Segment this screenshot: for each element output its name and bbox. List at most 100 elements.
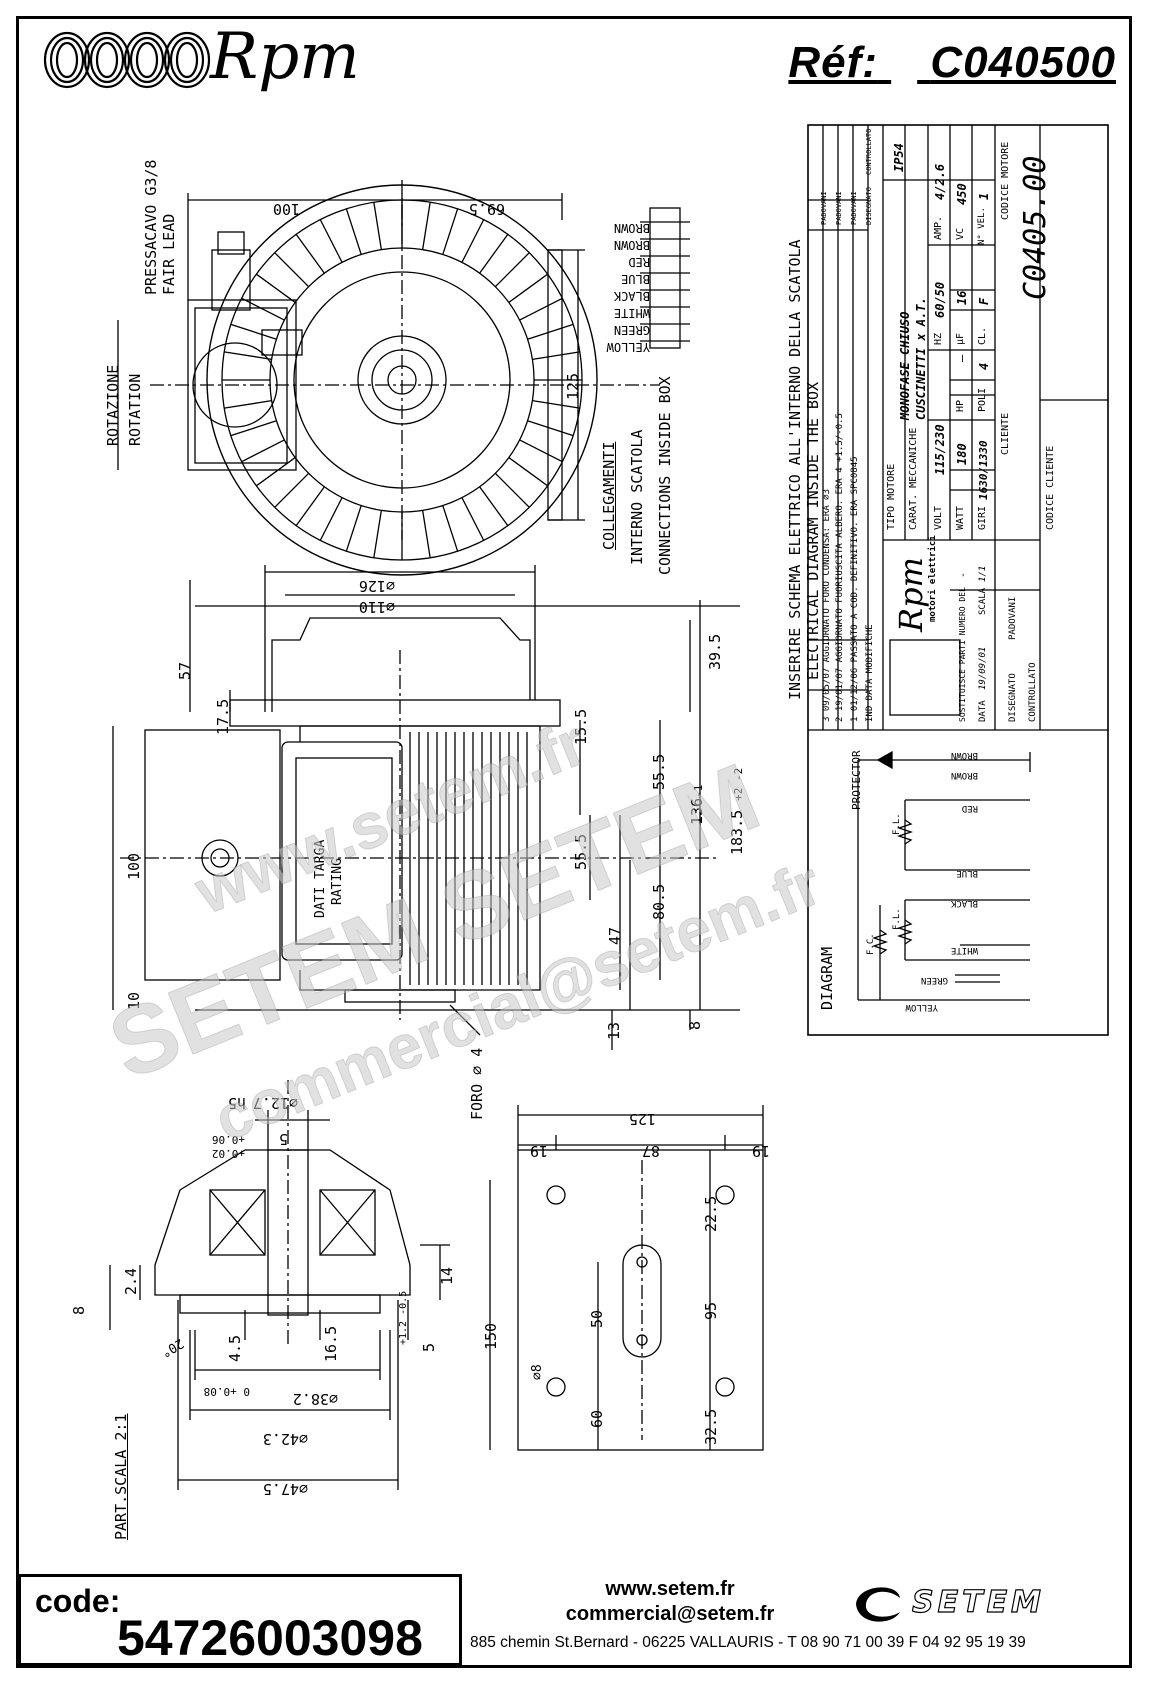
top-view-motor [117,180,660,576]
cooling-fin [241,297,285,321]
hp-label: HP [955,399,966,412]
giri-value: 1630/1330 [977,440,990,500]
revision-row: 2 19/01/07 AGGIORNATO FUORIUSCITA ALBERO… [835,413,845,722]
dim-2-4: 2.4 [122,1267,140,1295]
dim-14: 14 [438,1266,456,1285]
connections-label-it-2: INTERNO SCATOLA [628,429,646,565]
poli-value: 4 [977,362,991,370]
codice-motore-label: CODICE MOTORE [1000,141,1011,220]
uf-label: µF [955,332,966,345]
dim-13: 13 [605,1021,623,1040]
cooling-fin [479,486,509,527]
revision-text: AGGIORNATO FORO CONDENSA: ERA ⌀3 [822,488,832,663]
terminal-wire: GREEN [613,323,650,337]
fair-lead-label-it: PRESSACAVO G3/8 [142,159,160,295]
protector-label: PROTECTOR [850,750,863,810]
disegnato-value: PADOVANI [1008,596,1018,640]
dim-183-5: 183.5 +2 -2 [728,768,746,855]
cooling-fin [255,457,296,487]
data-value: 19/09/01 [978,646,988,690]
diagram-wire: BLACK [950,898,978,908]
codice-motore-value: C0405.00 [1018,155,1053,301]
cooling-fin [508,457,549,487]
rotation-label-en: ROTATION [126,373,144,446]
footer-website-link[interactable]: www.setem.fr [605,1578,735,1600]
drawing-frame [16,16,1132,1668]
carat-label: CARAT. MECCANICHE [908,427,919,530]
amp-value: 4/2.6 [933,163,947,200]
cooling-fin [345,208,362,255]
fl-label: F.L. [892,813,902,835]
dim-87: 87 [641,1142,660,1160]
diagram-wire: WHITE [950,945,978,955]
revision-who: PADOVANI [820,191,828,225]
dim-60: 60 [588,1409,606,1428]
dim-183-5-tolerance: +2 -2 [732,767,745,801]
reference-code: C040500 [930,38,1116,87]
carat-value: CUSCINETTI x A.T. [914,297,928,420]
dim-125-top: 125 [564,372,582,400]
cooling-fin [532,351,580,360]
dim-4-5: 4.5 [226,1334,244,1362]
dim-136: 136-1 [688,785,706,825]
revision-text: PASSATO A COD. DEFINITIVO. ERA SPC0845 [850,456,860,663]
hole-label: FORO ⌀ 4 [468,1047,486,1120]
fc-label: F.C. [866,933,876,955]
cooling-fin [519,439,563,463]
code-box: code: 54726003098 [18,1574,462,1666]
dim-d38-2-tolerance: 0 +0.08 [203,1385,250,1398]
dim-183-5-value: 183.5 [728,809,746,855]
terminal-wire: BROWN [613,221,650,235]
revision-who: PADOVANI [850,191,858,225]
dim-39-5: 39.5 [706,633,724,670]
vc-label: VC [955,227,966,240]
cliente-label: CLIENTE [1000,412,1011,455]
sostituisce-label: SOSTITUISCE PARTI NUMERO DEL [958,587,967,722]
dim-50: 50 [588,1309,606,1328]
dim-47: 47 [606,926,624,945]
volt-value: 115/230 [933,424,947,475]
cooling-fin [319,219,343,263]
footer-email-link[interactable]: commercial@setem.fr [565,1603,775,1625]
dim-22-5: 22.5 [702,1195,720,1232]
revision-number: 3 [822,716,832,722]
hz-value: 60/50 [933,281,947,318]
cooling-fin [373,510,382,558]
dim-100-top: 100 [272,200,300,218]
part-section-view [109,1080,450,1490]
watt-label: WATT [955,505,966,530]
rotation-label-it: ROTAZIONE [104,364,122,446]
nvel-value: 1 [977,192,991,200]
fl-label: F.L. [892,908,902,930]
dim-8-side: 8 [686,1020,704,1030]
setem-swirl-icon [856,1587,900,1622]
dim-h5: h5 [227,1094,246,1112]
cooling-fin [230,420,277,437]
tipo-motore-label: TIPO MOTORE [886,463,897,530]
dim-125-plate: 125 [628,1110,656,1128]
revision-number: 1 [850,716,860,722]
cooling-fin [274,472,310,508]
dim-d12-7: ⌀12.7 [252,1094,298,1112]
dim-136-value: 136 [688,797,706,825]
scala-value: 1/1 [978,565,988,582]
dim-5-part: 5 [420,1342,438,1352]
terminal-wire: WHITE [613,306,650,320]
diagram-wire: BROWN [950,770,978,780]
poli-label: POLI [977,387,988,412]
dim-150: 150 [482,1322,500,1350]
cooling-fin [295,233,325,274]
terminal-wire-list: YELLOW GREEN WHITE BLACK BLUE RED BROWN … [607,219,650,355]
fair-lead-label-en: FAIR LEAD [160,213,178,295]
cooling-fin [319,497,343,541]
reference-label: Réf: [788,38,878,87]
cooling-fin [461,497,485,541]
controllato-label: CONTROLLATO [1028,662,1038,722]
rev-header-disegnato: DISEGNATO [865,187,873,225]
cooling-fin [532,400,580,409]
revision-number: 2 [835,716,845,722]
code-label: code: [35,1583,121,1619]
dim-55-5-upper: 55.5 [650,753,668,790]
dim-100-side: 100 [125,852,143,880]
